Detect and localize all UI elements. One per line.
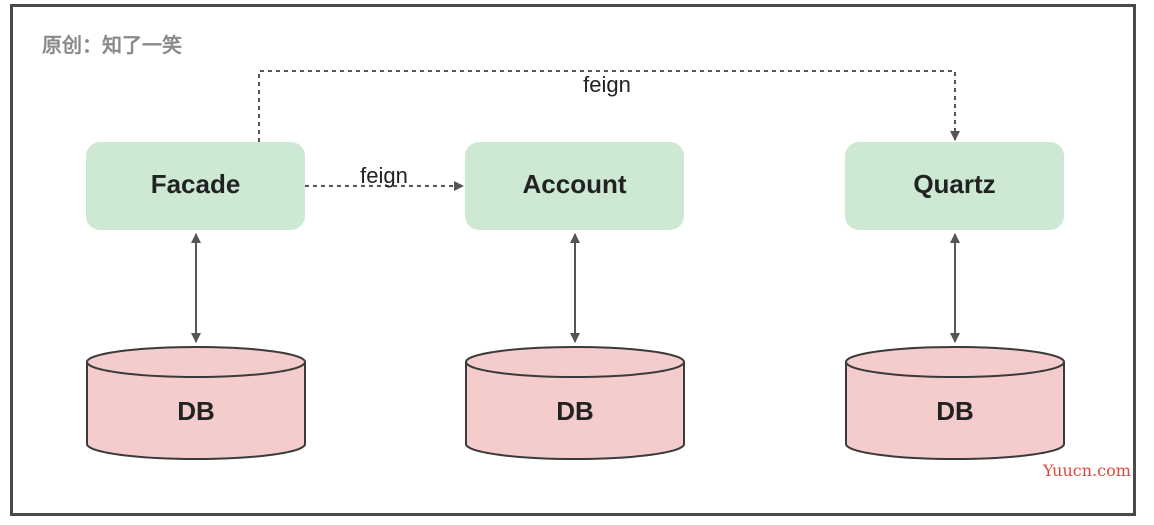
account-db-label: DB <box>556 396 594 426</box>
facade-service-box <box>86 142 305 230</box>
author-caption: 原创：知了一笑 <box>42 33 182 57</box>
facade-service-label: Facade <box>151 169 241 199</box>
quartz-service-box <box>845 142 1064 230</box>
account-service-box <box>465 142 684 230</box>
facade-db-cylinder <box>86 346 306 460</box>
facade-quartz-feign-label: feign <box>583 72 631 97</box>
facade-quartz-feign-arrow <box>258 70 960 142</box>
facade-account-feign-label: feign <box>360 163 408 188</box>
watermark: Yuucn.com <box>1043 461 1131 480</box>
quartz-db-cylinder <box>845 346 1065 460</box>
facade-db-label: DB <box>177 396 215 426</box>
quartz-service-label: Quartz <box>913 169 995 199</box>
account-service-label: Account <box>523 169 627 199</box>
diagram-frame <box>10 4 1136 516</box>
account-db-cylinder <box>465 346 685 460</box>
quartz-db-label: DB <box>936 396 974 426</box>
